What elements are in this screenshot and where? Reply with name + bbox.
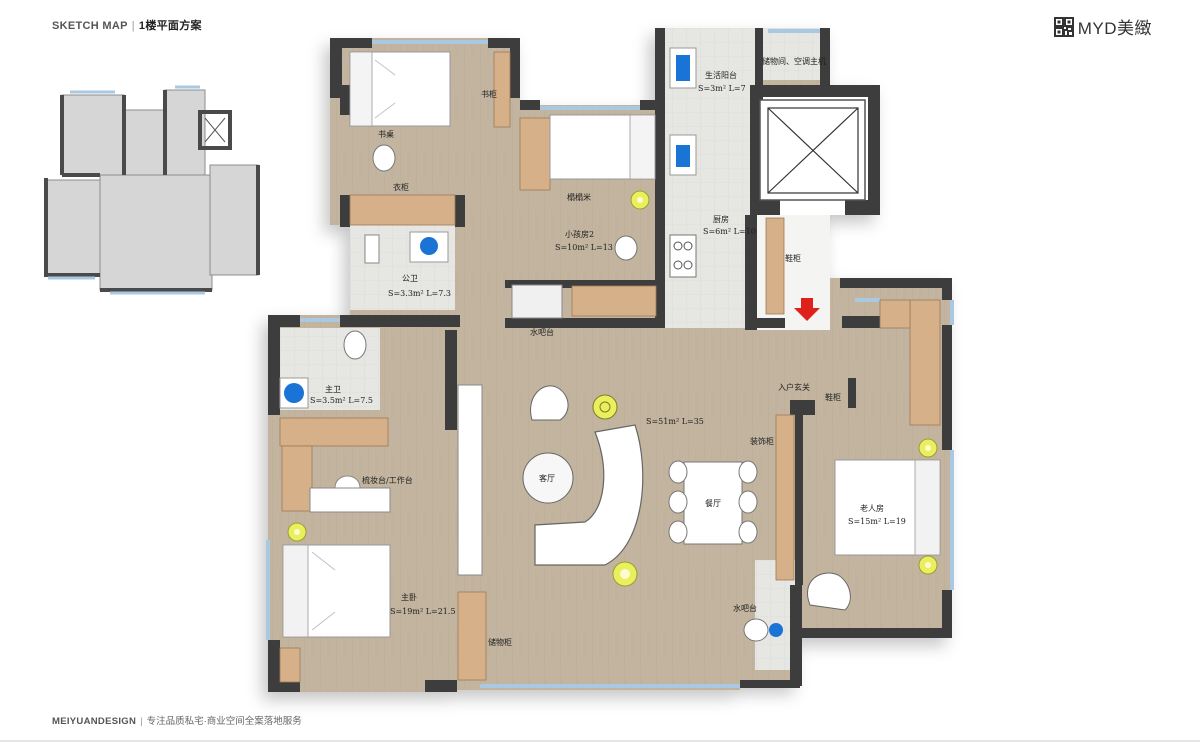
area-kitchen: S=6m² L=10 bbox=[703, 227, 756, 236]
label-bar: 水吧台 bbox=[530, 327, 554, 337]
windows bbox=[266, 29, 954, 688]
lamps bbox=[287, 190, 938, 587]
label-balcony: 生活阳台 bbox=[705, 70, 737, 80]
label-deco-cab: 装饰柜 bbox=[750, 436, 774, 446]
label-master-bath: 主卫 bbox=[325, 384, 341, 394]
area-living: S=51m² L=35 bbox=[646, 417, 704, 426]
label-tatami: 榻榻米 bbox=[567, 192, 591, 202]
label-dining: 餐厅 bbox=[705, 499, 721, 508]
fixtures bbox=[279, 47, 866, 642]
label-living: 客厅 bbox=[539, 473, 555, 483]
area-elder-room: S=15m² L=19 bbox=[848, 517, 906, 526]
entrance-arrow-icon bbox=[794, 298, 820, 321]
area-balcony: S=3m² L=7 bbox=[698, 84, 746, 93]
label-elder-room: 老人房 bbox=[860, 503, 884, 513]
label-storage-room: 储物间、空调主机 bbox=[762, 56, 826, 66]
label-entry: 入户玄关 bbox=[778, 382, 810, 392]
brand-name: MYD美緻 bbox=[1077, 19, 1152, 38]
beds bbox=[282, 51, 941, 638]
cabinets bbox=[279, 51, 941, 683]
page-title: 1楼平面方案 bbox=[138, 20, 202, 32]
walls bbox=[268, 28, 952, 692]
footer-separator: | bbox=[140, 716, 143, 727]
label-store-cab: 储物柜 bbox=[488, 637, 512, 647]
mini-sketch-map bbox=[44, 85, 260, 295]
label-bathroom: 公卫 bbox=[402, 274, 418, 283]
area-master-bed: S=19m² L=21.5 bbox=[390, 607, 456, 616]
living-furniture bbox=[309, 384, 851, 611]
area-master-bath: S=3.5m² L=7.5 bbox=[310, 396, 373, 405]
label-bookshelf: 书柜 bbox=[481, 89, 497, 99]
label-kitchen: 厨房 bbox=[713, 214, 729, 224]
header-separator: | bbox=[131, 20, 135, 32]
area-kid-room: S=10m² L=13 bbox=[555, 243, 613, 252]
label-kid-room: 小孩房2 bbox=[565, 229, 594, 239]
section-label: SKETCH MAP bbox=[52, 20, 128, 32]
label-shoe-cab2: 鞋柜 bbox=[825, 392, 841, 402]
label-vanity: 梳妆台/工作台 bbox=[362, 475, 413, 485]
footer-tagline: 专注品质私宅·商业空间全案落地服务 bbox=[146, 716, 302, 727]
brand-logo: MYD美緻 bbox=[1053, 14, 1152, 39]
footer-company: MEIYUANDESIGN bbox=[52, 716, 137, 727]
page-header: SKETCH MAP|1楼平面方案 bbox=[52, 17, 202, 33]
area-bathroom: S=3.3m² L=7.3 bbox=[388, 289, 451, 298]
label-bar2: 水吧台 bbox=[733, 603, 757, 613]
room-labels: 书桌 书柜 衣柜 榻榻米 小孩房2 S=10m² L=13 公卫 S=3.3m²… bbox=[310, 56, 906, 647]
label-shoe-cabinet: 鞋柜 bbox=[785, 253, 801, 263]
label-wardrobe: 衣柜 bbox=[393, 182, 409, 192]
bottom-divider bbox=[0, 740, 1200, 742]
qr-logo-icon bbox=[1053, 16, 1074, 37]
label-study: 书桌 bbox=[378, 129, 394, 139]
page-footer: MEIYUANDESIGN|专注品质私宅·商业空间全案落地服务 bbox=[52, 713, 302, 727]
label-master-bed: 主卧 bbox=[401, 592, 417, 602]
